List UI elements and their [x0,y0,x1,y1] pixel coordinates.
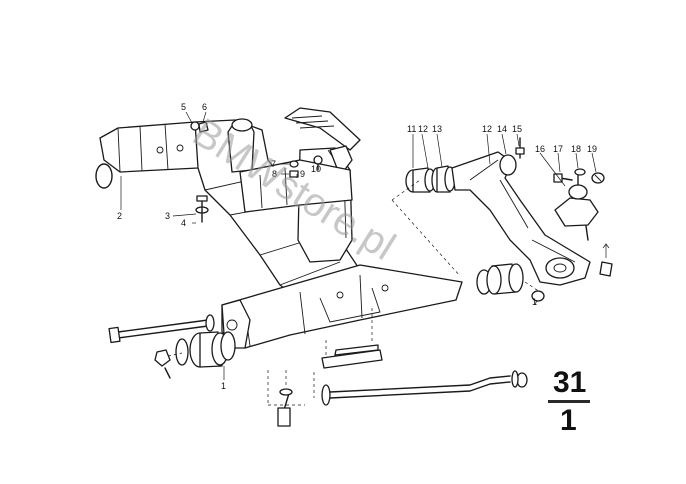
callout-5: 5 [181,102,186,112]
axle-carrier [95,107,463,349]
callout-7: 7 [271,159,276,169]
group-number: 31 1 [548,366,590,437]
ball-joint [554,197,599,227]
carrier-mount-bolt-assembly [108,314,236,379]
callout-1-left: 1 [221,381,226,391]
callout-3: 3 [165,211,170,221]
callout-leaders [120,111,597,380]
callout-19: 19 [587,144,597,154]
callout-10: 10 [311,164,321,174]
callout-1-right: 1 [532,297,537,307]
callout-16: 16 [535,144,545,154]
callout-13: 13 [432,124,442,134]
group-main-number: 31 [553,366,586,399]
callout-9: 9 [300,169,305,179]
tow-loop [95,163,113,189]
callout-labels: 5 6 2 3 4 7 8 9 10 1 11 12 13 12 14 15 1… [117,102,597,391]
small-fasteners [190,121,323,223]
long-bolt [117,319,209,333]
stabilizer-bar [267,308,528,427]
callout-8: 8 [272,169,277,179]
callout-2: 2 [117,211,122,221]
callout-15: 15 [512,124,522,134]
group-sub-number: 1 [560,404,577,437]
callout-12-right: 12 [482,124,492,134]
callout-6: 6 [202,102,207,112]
callout-4: 4 [181,218,186,228]
group-divider [548,400,590,403]
callout-11: 11 [407,124,416,134]
control-arm-assembly [391,137,613,302]
callout-17: 17 [553,144,563,154]
callout-12-left: 12 [418,124,428,134]
nut [154,349,171,367]
callout-14: 14 [497,124,507,134]
callout-18: 18 [571,144,581,154]
